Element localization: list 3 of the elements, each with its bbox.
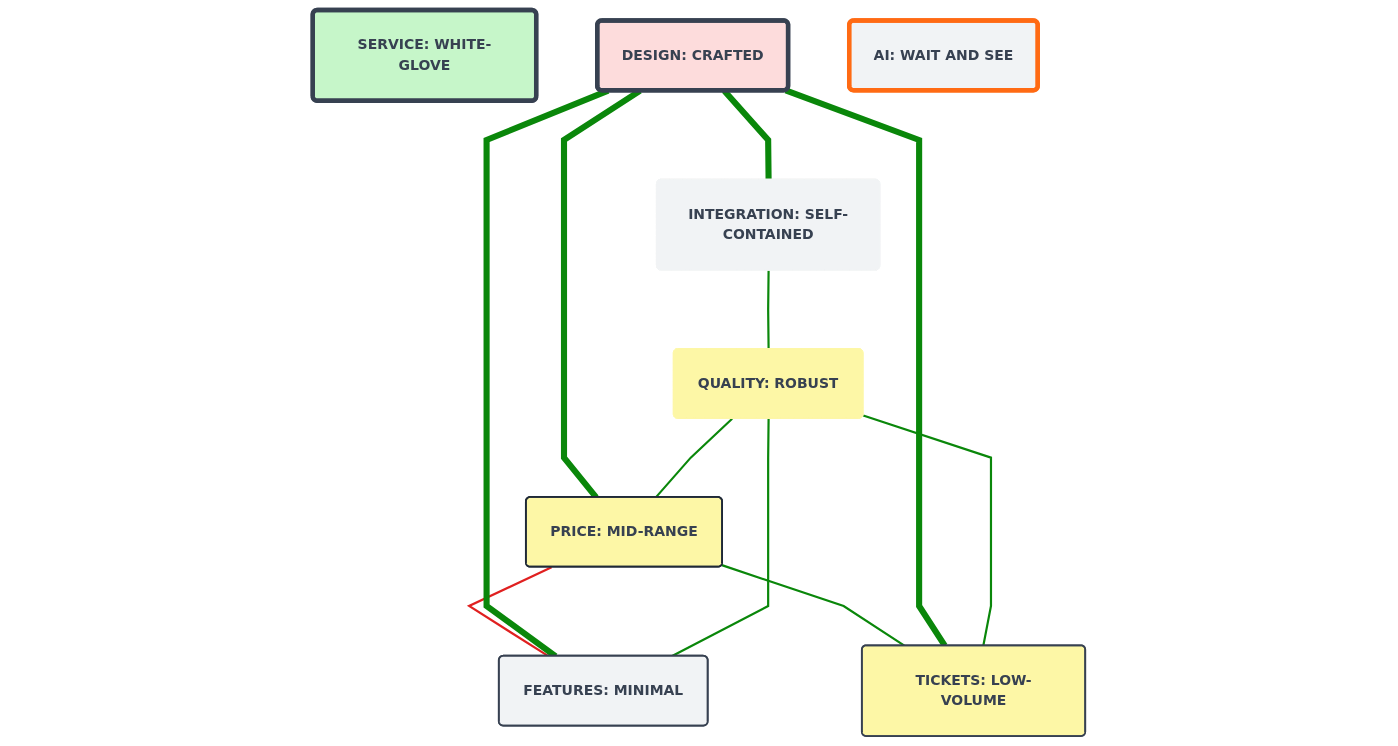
connector	[721, 564, 905, 647]
connector	[767, 270, 770, 349]
connector	[862, 414, 993, 646]
